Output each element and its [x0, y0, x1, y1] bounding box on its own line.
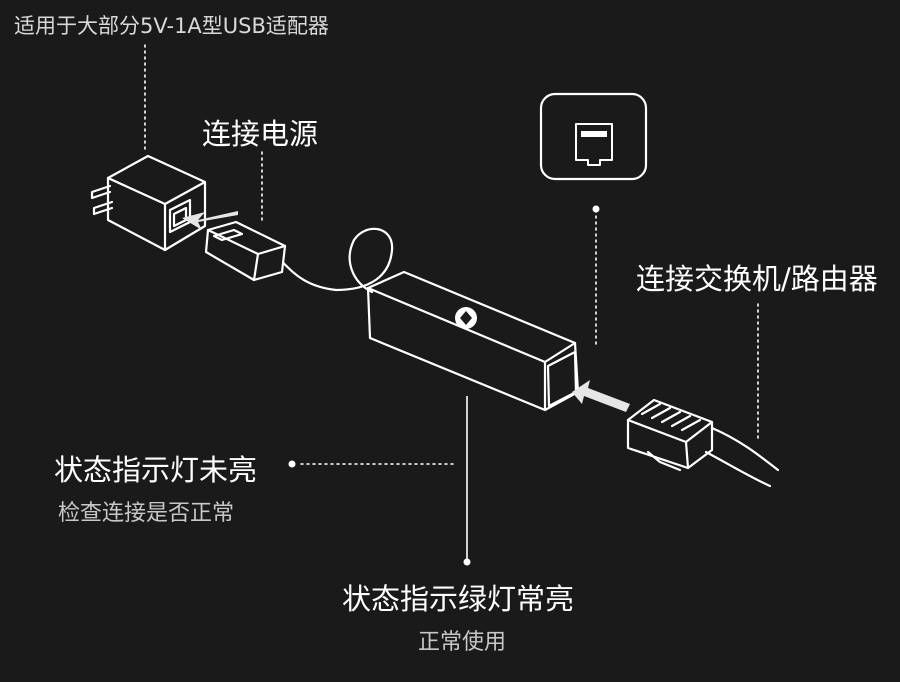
- ethernet-dongle: [366, 270, 580, 412]
- leader-dots: [288, 205, 600, 566]
- indicator-off-hint: 检查连接是否正常: [58, 501, 235, 526]
- ethernet-port-icon: [581, 131, 607, 137]
- ethernet-insert-arrow: [572, 380, 630, 412]
- indicator-off-label: 状态指示灯未亮: [54, 453, 258, 487]
- usb-insert-arrow: [182, 211, 238, 230]
- indicator-on-hint: 正常使用: [418, 630, 507, 655]
- usb-plug: [204, 220, 287, 282]
- usb-power-adapter: [90, 154, 207, 252]
- rj45-plug: [626, 398, 714, 472]
- ethernet-cable: [710, 426, 780, 472]
- ethernet-cable-2: [704, 450, 772, 488]
- adapter-note: 适用于大部分5V-1A型USB适配器: [14, 14, 329, 38]
- brand-logo-icon: [455, 307, 477, 329]
- connect-power-label: 连接电源: [202, 117, 319, 151]
- usb-cable: [273, 227, 394, 294]
- connect-switch-label: 连接交换机/路由器: [636, 262, 878, 296]
- ethernet-port-callout: [539, 92, 648, 181]
- indicator-on-label: 状态指示绿灯常亮: [342, 582, 575, 616]
